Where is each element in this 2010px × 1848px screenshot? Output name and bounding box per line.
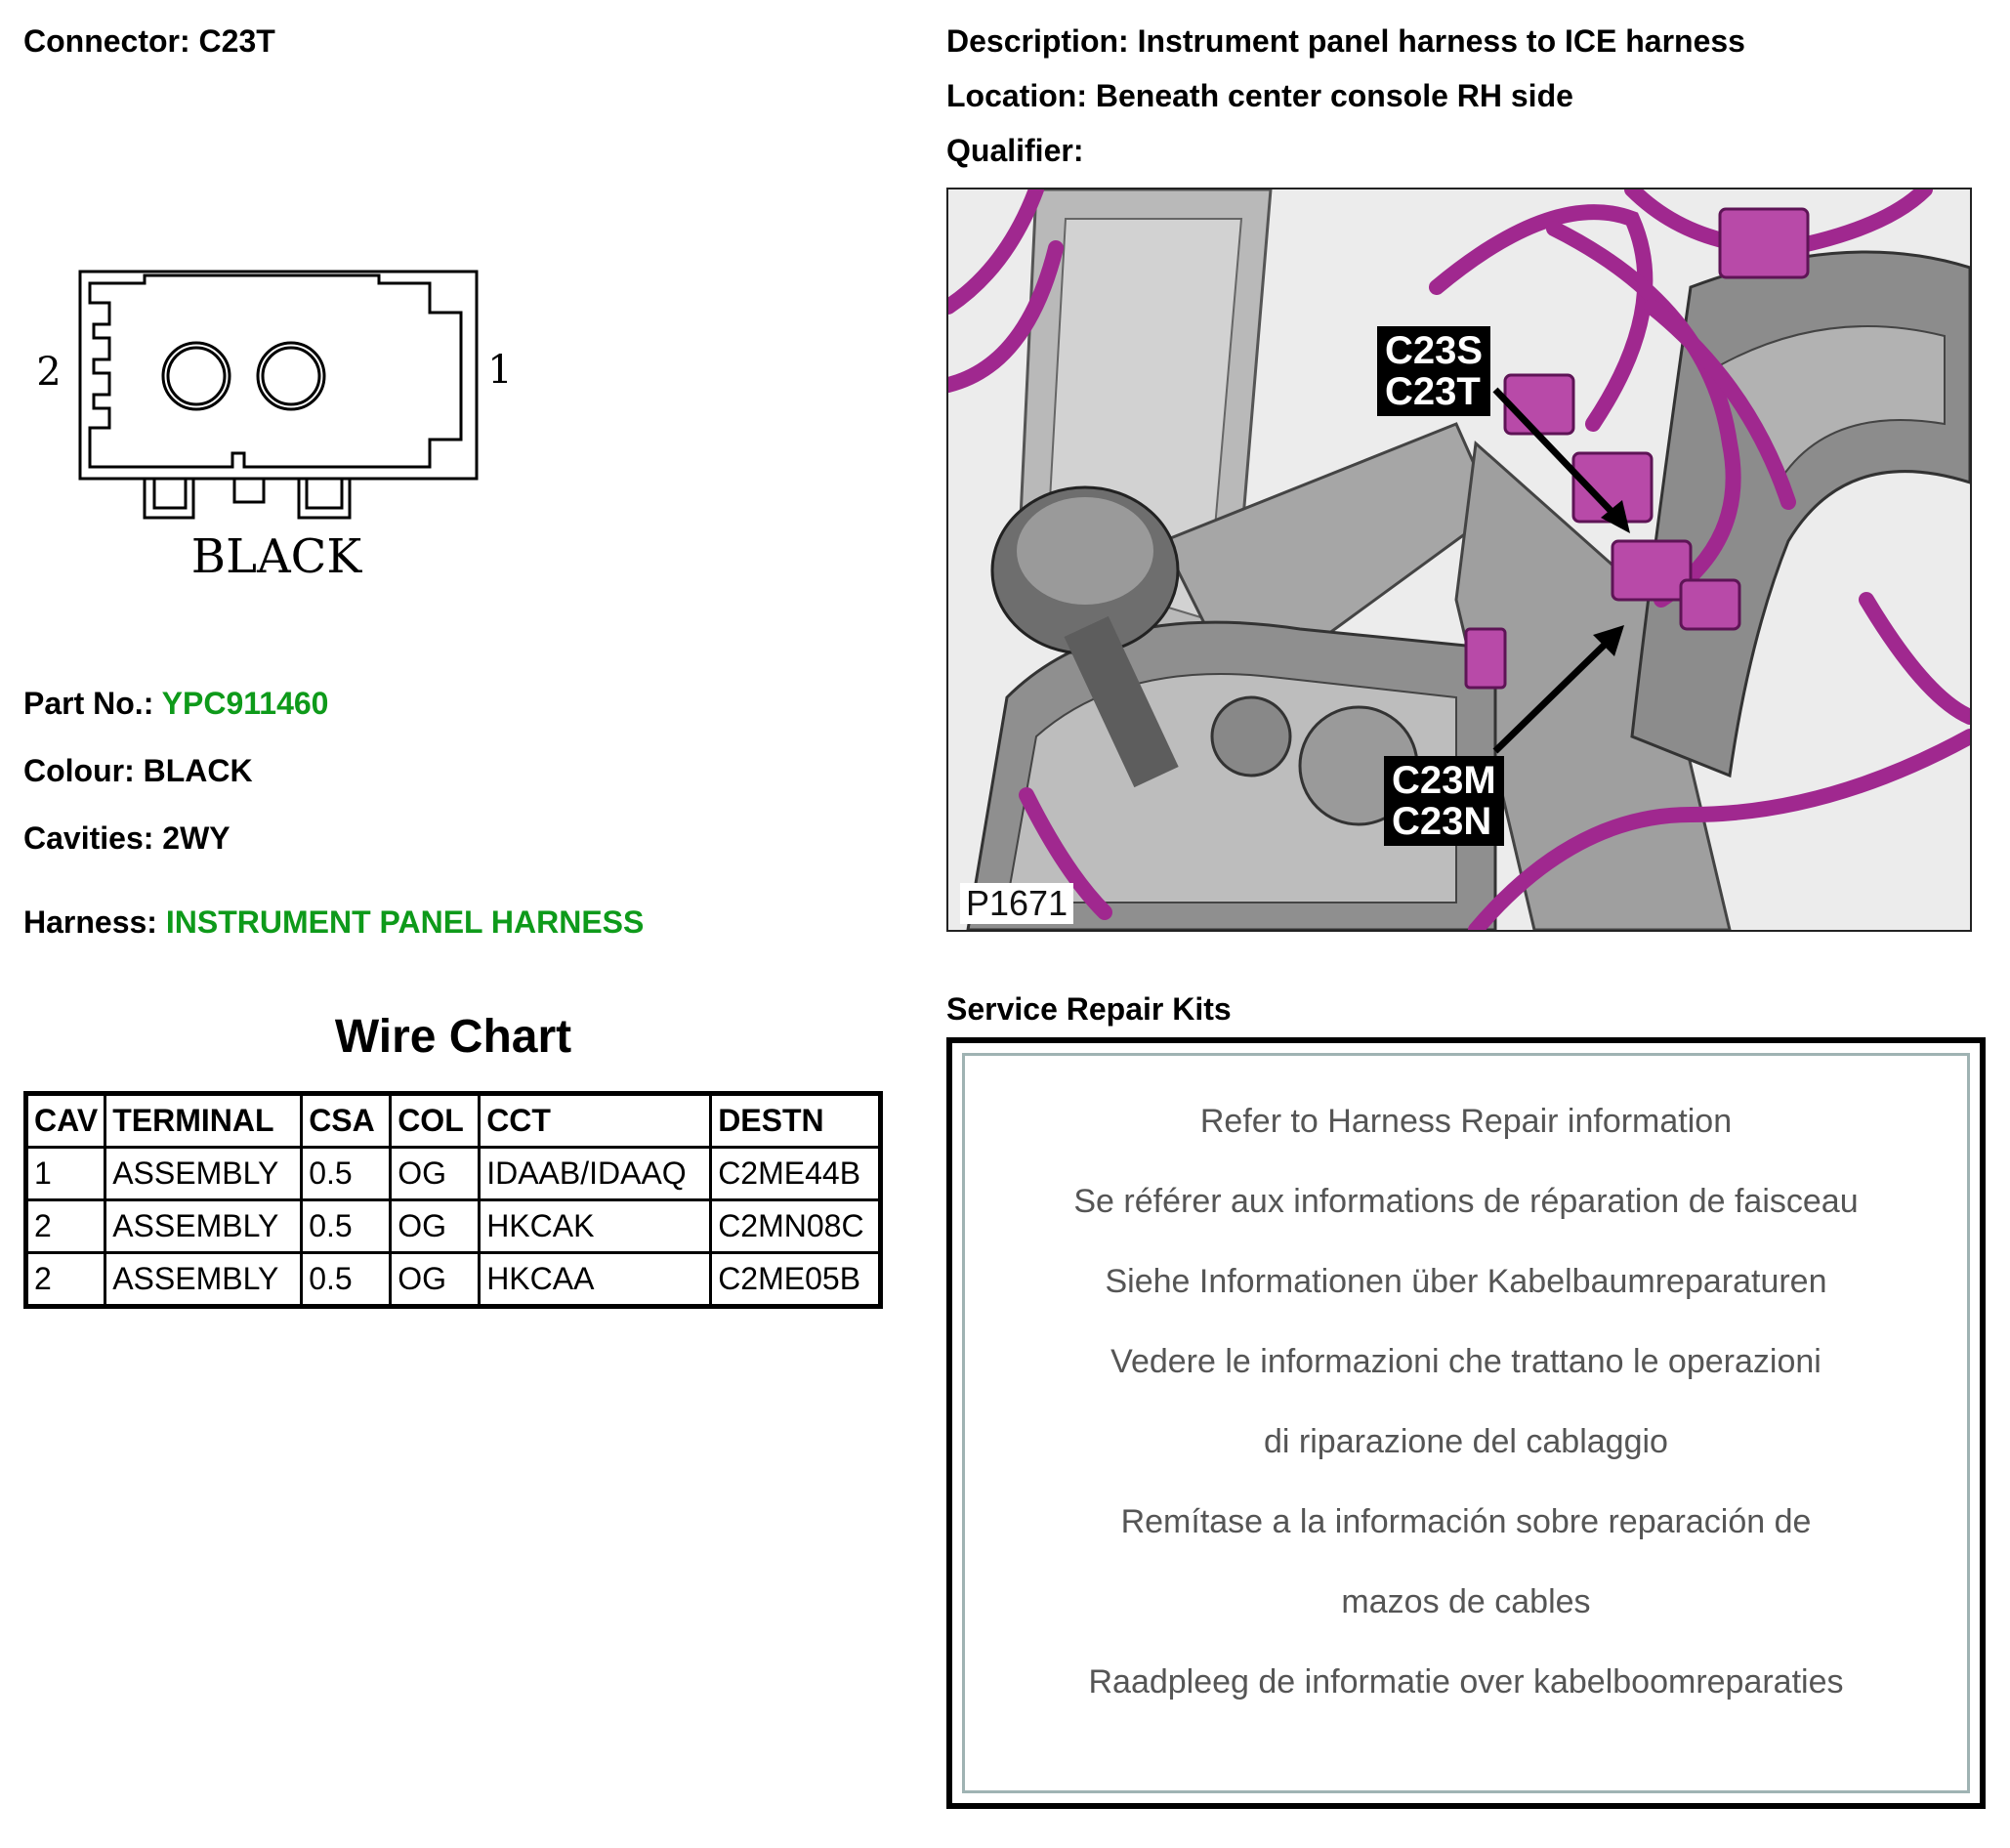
kit-line-es-2: mazos de cables — [1341, 1583, 1591, 1620]
kit-line-nl: Raadpleeg de informatie over kabelboomre… — [1088, 1663, 1844, 1701]
service-repair-kits-box: Refer to Harness Repair information Se r… — [946, 1037, 1986, 1809]
photo-reference-label: P1671 — [960, 883, 1074, 924]
cavities-label: Cavities: — [23, 820, 154, 856]
location-photo: C23S C23T C23M C23N P1671 — [946, 188, 1972, 932]
service-repair-kits-heading: Service Repair Kits — [946, 991, 1232, 1027]
cell-cct: IDAAB/IDAAQ — [478, 1146, 713, 1201]
location-photo-illustration — [948, 189, 1970, 930]
cell-csa: 0.5 — [300, 1198, 393, 1254]
description-value: Instrument panel harness to ICE harness — [1137, 23, 1745, 59]
callout-c23s: C23S — [1385, 329, 1484, 372]
kit-line-es-1: Remítase a la información sobre reparaci… — [1120, 1503, 1812, 1540]
location-field: Location: Beneath center console RH side — [946, 78, 1573, 114]
kit-line-it-2: di riparazione del cablaggio — [1264, 1423, 1668, 1460]
table-row: 1 ASSEMBLY 0.5 OG IDAAB/IDAAQ C2ME44B — [23, 1146, 883, 1201]
kit-line-it-1: Vedere le informazioni che trattano le o… — [1110, 1343, 1822, 1380]
connector-blocks — [1464, 207, 1810, 690]
column-header-col: COL — [389, 1092, 482, 1149]
qualifier-label: Qualifier: — [946, 133, 1084, 168]
cell-terminal: ASSEMBLY — [104, 1198, 304, 1254]
connector-value: C23T — [198, 23, 275, 59]
connector-label: Connector: — [23, 23, 190, 59]
cell-col: OG — [389, 1251, 482, 1308]
column-header-terminal: TERMINAL — [104, 1092, 304, 1149]
cavities-field: Cavities: 2WY — [23, 820, 230, 857]
kit-line-en: Refer to Harness Repair information — [1199, 1103, 1733, 1140]
colour-value: BLACK — [143, 753, 253, 788]
cell-cav: 2 — [23, 1198, 107, 1254]
cell-terminal: ASSEMBLY — [104, 1146, 304, 1201]
cell-destn: C2ME05B — [709, 1251, 883, 1308]
location-label: Location: — [946, 78, 1087, 113]
wire-chart-title: Wire Chart — [334, 1011, 572, 1063]
column-header-csa: CSA — [300, 1092, 393, 1149]
callout-c23n: C23N — [1392, 800, 1492, 843]
kit-line-fr: Se référer aux informations de réparatio… — [1073, 1183, 1859, 1220]
harness-label: Harness: — [23, 904, 157, 940]
cell-destn: C2MN08C — [709, 1198, 883, 1254]
callout-label-lower: C23M C23N — [1384, 756, 1504, 846]
wire-chart-table: CAV TERMINAL CSA COL CCT DESTN 1 ASSEMBL… — [23, 1091, 884, 1309]
service-repair-kits-inner: Refer to Harness Repair information Se r… — [962, 1053, 1970, 1793]
cell-csa: 0.5 — [300, 1251, 393, 1308]
cell-cct: HKCAK — [478, 1198, 713, 1254]
cell-cct: HKCAA — [478, 1251, 713, 1308]
cell-destn: C2ME44B — [709, 1146, 883, 1201]
connector-color-caption: BLACK — [191, 529, 363, 584]
connector-field: Connector: C23T — [23, 23, 275, 60]
cell-csa: 0.5 — [300, 1146, 393, 1201]
harness-wires — [948, 189, 1970, 930]
cell-cav: 1 — [23, 1146, 107, 1201]
callout-c23t: C23T — [1385, 370, 1481, 413]
kit-line-de: Siehe Informationen über Kabelbaumrepara… — [1105, 1263, 1827, 1300]
harness-link[interactable]: INSTRUMENT PANEL HARNESS — [165, 904, 645, 940]
column-header-destn: DESTN — [709, 1092, 883, 1149]
table-row: 2 ASSEMBLY 0.5 OG HKCAK C2MN08C — [23, 1198, 883, 1254]
location-value: Beneath center console RH side — [1095, 78, 1573, 113]
pin-number-right: 1 — [487, 348, 512, 393]
colour-field: Colour: BLACK — [23, 753, 253, 789]
colour-label: Colour: — [23, 753, 135, 788]
cavities-value: 2WY — [162, 820, 230, 856]
part-no-link[interactable]: YPC911460 — [161, 686, 329, 721]
cell-col: OG — [389, 1146, 482, 1201]
part-no-label: Part No.: — [23, 686, 154, 721]
description-field: Description: Instrument panel harness to… — [946, 23, 1745, 60]
pin-number-left: 2 — [36, 350, 61, 395]
harness-field: Harness: INSTRUMENT PANEL HARNESS — [23, 904, 644, 941]
cell-col: OG — [389, 1198, 482, 1254]
callout-c23m: C23M — [1392, 759, 1496, 802]
qualifier-field: Qualifier: — [946, 133, 1083, 169]
wire-chart-header-row: CAV TERMINAL CSA COL CCT DESTN — [23, 1092, 883, 1149]
description-label: Description: — [946, 23, 1129, 59]
connector-face-diagram: 2 1 BLACK — [36, 270, 513, 584]
callout-label-upper: C23S C23T — [1377, 326, 1491, 416]
cell-terminal: ASSEMBLY — [104, 1251, 304, 1308]
cell-cav: 2 — [23, 1251, 107, 1308]
column-header-cct: CCT — [478, 1092, 713, 1149]
column-header-cav: CAV — [23, 1092, 107, 1149]
part-no-field: Part No.: YPC911460 — [23, 686, 328, 722]
table-row: 2 ASSEMBLY 0.5 OG HKCAA C2ME05B — [23, 1251, 883, 1308]
